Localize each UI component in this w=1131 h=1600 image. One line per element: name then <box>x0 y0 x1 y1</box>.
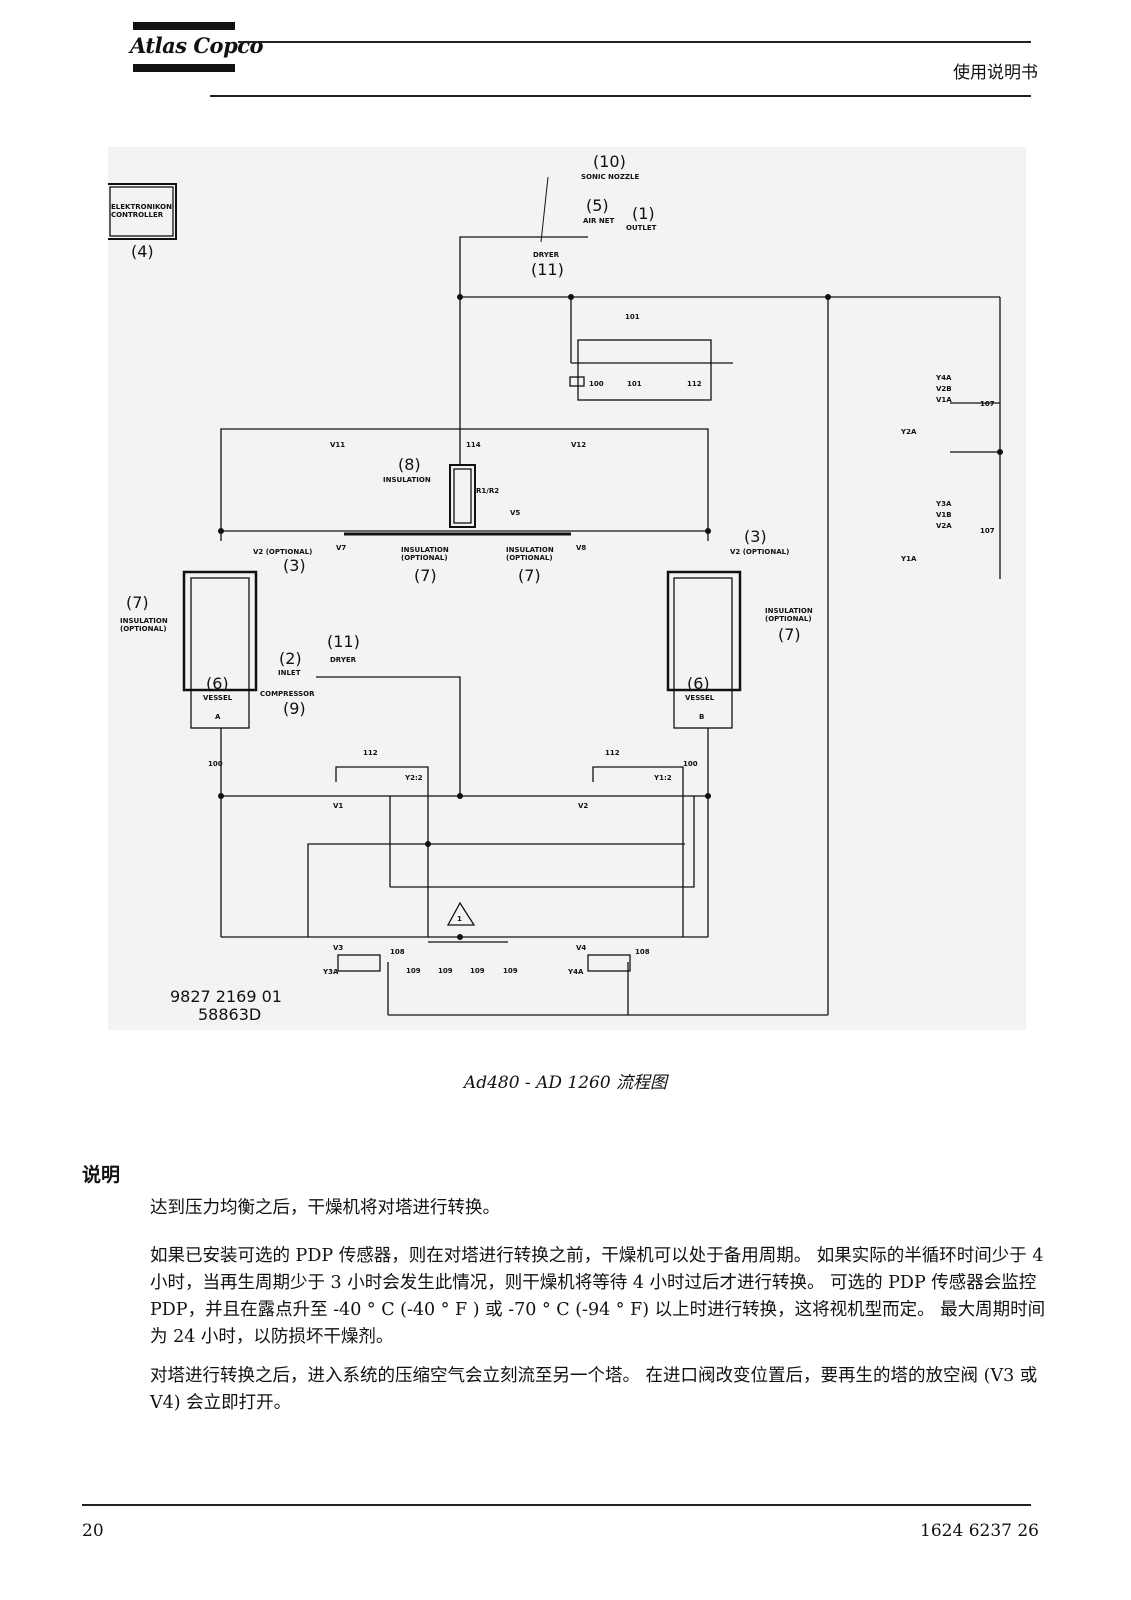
tag-100-a: 100 <box>208 760 223 768</box>
vessel-label-a: VESSEL <box>203 694 233 702</box>
insulation-opt-label-4: INSULATION <box>765 607 813 615</box>
tag-108-a: 108 <box>390 948 405 956</box>
y2-2-label: Y2:2 <box>404 774 423 782</box>
v11-label: V11 <box>330 441 345 449</box>
controller-label-2: CONTROLLER <box>111 211 164 219</box>
dryer-label-bottom: DRYER <box>330 656 357 664</box>
ref-3-right: (3) <box>744 527 767 546</box>
v5-label: V5 <box>510 509 520 517</box>
tag-107-a: 107 <box>980 400 995 408</box>
tag-109-1: 109 <box>406 967 421 975</box>
page-number: 20 <box>82 1521 104 1541</box>
ref-2: (2) <box>279 649 302 668</box>
tag-112-b: 112 <box>605 749 620 757</box>
dryer-label-top: DRYER <box>533 251 560 259</box>
paragraph-2: 如果已安装可选的 PDP 传感器，则在对塔进行转换之前，干燥机可以处于备用周期。… <box>150 1246 1046 1347</box>
drawing-revision: 58863D <box>198 1005 261 1024</box>
atlas-copco-logo: Atlas Copco <box>130 33 264 58</box>
y2a-label: Y2A <box>900 428 917 436</box>
tag-114: 114 <box>466 441 481 449</box>
v4-label: V4 <box>576 944 586 952</box>
group1-v2b: V2B <box>936 385 952 393</box>
ref-7-right: (7) <box>778 625 801 644</box>
group2-y3a: Y3A <box>935 500 952 508</box>
v7-label: V7 <box>336 544 346 552</box>
ref-4: (4) <box>131 242 154 261</box>
v1-label: V1 <box>333 802 343 810</box>
ref-5: (5) <box>586 196 609 215</box>
r1r2-label: R1/R2 <box>476 487 499 495</box>
insulation-opt-label-2: INSULATION <box>506 546 554 554</box>
insulation-opt-label-3: INSULATION <box>120 617 168 625</box>
outlet-label: OUTLET <box>626 224 657 232</box>
ref-7-left: (7) <box>126 593 149 612</box>
logo-bar-top <box>133 22 235 30</box>
optional-label-2: (OPTIONAL) <box>506 554 553 562</box>
optional-label-4: (OPTIONAL) <box>765 615 812 623</box>
ref-7-mid-right: (7) <box>518 566 541 585</box>
insulation-label-mid: INSULATION <box>383 476 431 484</box>
footer-rule <box>82 1504 1031 1506</box>
ref-1: (1) <box>632 204 655 223</box>
paragraph-3: 对塔进行转换之后，进入系统的压缩空气会立刻流至另一个塔。 在进口阀改变位置后，要… <box>150 1366 1038 1413</box>
group2-v1b: V1B <box>936 511 952 519</box>
y1-2-label: Y1:2 <box>653 774 672 782</box>
sonic-nozzle-label: SONIC NOZZLE <box>581 173 639 181</box>
ref-8: (8) <box>398 455 421 474</box>
tag-101-pdp: 101 <box>627 380 642 388</box>
y3a-label: Y3A <box>322 968 339 976</box>
air-net-label: AIR NET <box>583 217 614 225</box>
group2-v2a: V2A <box>936 522 952 530</box>
paragraph-1: 达到压力均衡之后，干燥机将对塔进行转换。 <box>150 1198 500 1218</box>
tag-108-b: 108 <box>635 948 650 956</box>
controller-label-1: ELEKTRONIKON <box>111 203 172 211</box>
optional-label-1: (OPTIONAL) <box>401 554 448 562</box>
figure-caption: Ad480 - AD 1260 流程图 <box>463 1073 668 1093</box>
v3-label: V3 <box>333 944 343 952</box>
document-type: 使用说明书 <box>953 63 1038 83</box>
ref-7-mid-left: (7) <box>414 566 437 585</box>
drawing-number: 9827 2169 01 <box>170 987 282 1006</box>
tag-100-pdp: 100 <box>589 380 604 388</box>
v2-optional-right: V2 (OPTIONAL) <box>730 548 789 556</box>
v2-optional-left: V2 (OPTIONAL) <box>253 548 312 556</box>
vessel-a: A <box>215 713 221 721</box>
tag-109-2: 109 <box>438 967 453 975</box>
group1-v1a: V1A <box>936 396 952 404</box>
ref-6-a: (6) <box>206 674 229 693</box>
y1a-label: Y1A <box>900 555 917 563</box>
logo-bar-bottom <box>133 64 235 72</box>
tag-112-pdp: 112 <box>687 380 702 388</box>
section-title: 说明 <box>82 1164 121 1186</box>
flow-diagram: ELEKTRONIKON CONTROLLER SONIC NOZZLE AIR… <box>106 147 1026 1030</box>
warning-symbol: 1 <box>457 915 462 923</box>
optional-label-3: (OPTIONAL) <box>120 625 167 633</box>
inlet-label: INLET <box>278 669 301 677</box>
v2-label: V2 <box>578 802 588 810</box>
ref-11-bottom: (11) <box>327 632 360 651</box>
ref-3-left: (3) <box>283 556 306 575</box>
vessel-label-b: VESSEL <box>685 694 715 702</box>
v12-label: V12 <box>571 441 586 449</box>
ref-9: (9) <box>283 699 306 718</box>
group1-y4a: Y4A <box>935 374 952 382</box>
tag-101-top: 101 <box>625 313 640 321</box>
tag-107-b: 107 <box>980 527 995 535</box>
ref-10: (10) <box>593 152 626 171</box>
ref-11-top: (11) <box>531 260 564 279</box>
header-rule-bottom <box>210 95 1031 97</box>
header-rule-top <box>238 41 1031 43</box>
tag-112-a: 112 <box>363 749 378 757</box>
v8-label: V8 <box>576 544 586 552</box>
tag-109-4: 109 <box>503 967 518 975</box>
tag-109-3: 109 <box>470 967 485 975</box>
y4a-label: Y4A <box>567 968 584 976</box>
document-number: 1624 6237 26 <box>920 1521 1039 1541</box>
ref-6-b: (6) <box>687 674 710 693</box>
insulation-opt-label-1: INSULATION <box>401 546 449 554</box>
tag-100-b: 100 <box>683 760 698 768</box>
vessel-b: B <box>699 713 704 721</box>
compressor-label: COMPRESSOR <box>260 690 315 698</box>
